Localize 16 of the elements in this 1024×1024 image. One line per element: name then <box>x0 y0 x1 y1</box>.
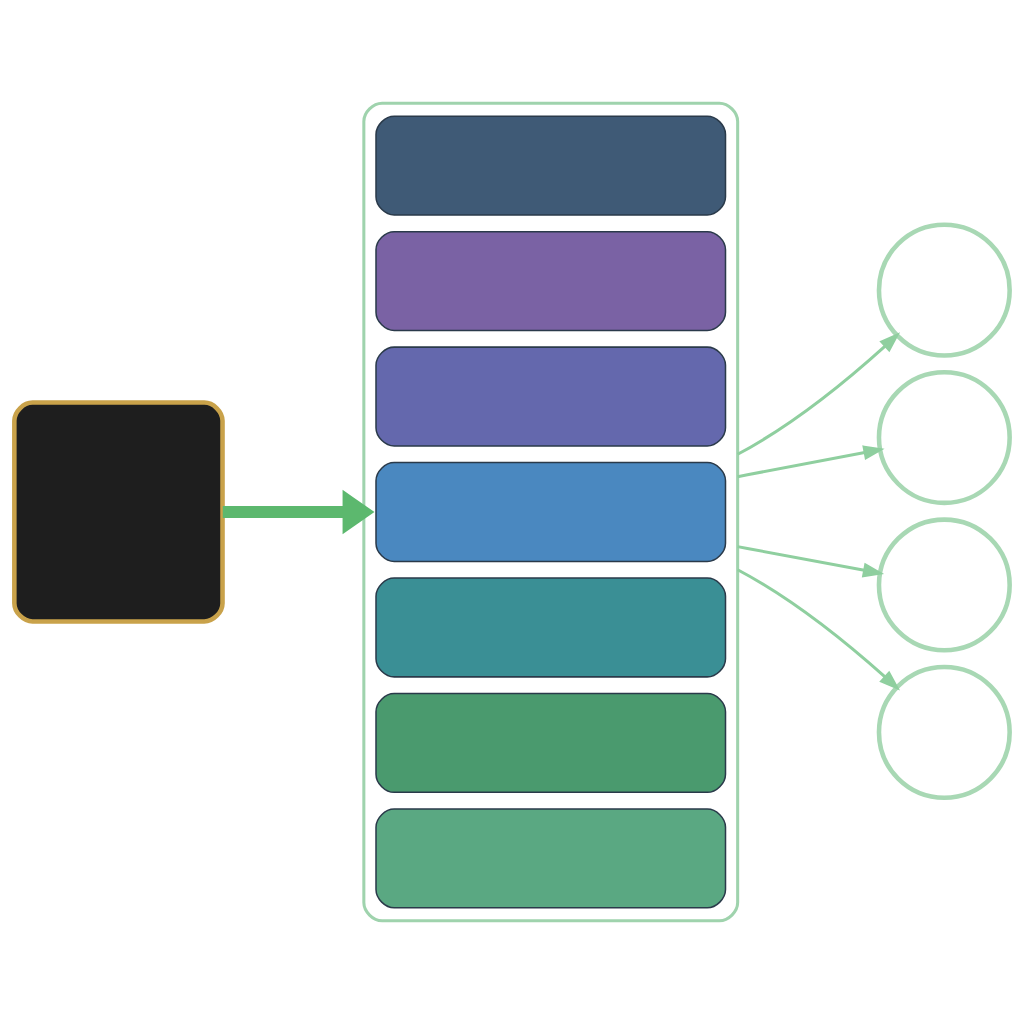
node-bar <box>375 692 727 794</box>
arrow <box>736 568 901 691</box>
node-bar <box>375 808 727 909</box>
arrow <box>222 489 375 535</box>
node-circle <box>876 369 1012 506</box>
node-bar <box>375 115 727 216</box>
node-bar <box>375 346 727 447</box>
arrow <box>736 332 901 456</box>
node-bar <box>375 461 727 563</box>
node-bar <box>375 577 727 678</box>
cluster <box>362 101 740 923</box>
arrow <box>737 445 885 479</box>
node-bar <box>375 230 727 332</box>
node-circle <box>876 517 1012 653</box>
node-box <box>12 400 225 624</box>
arrow <box>737 545 885 578</box>
